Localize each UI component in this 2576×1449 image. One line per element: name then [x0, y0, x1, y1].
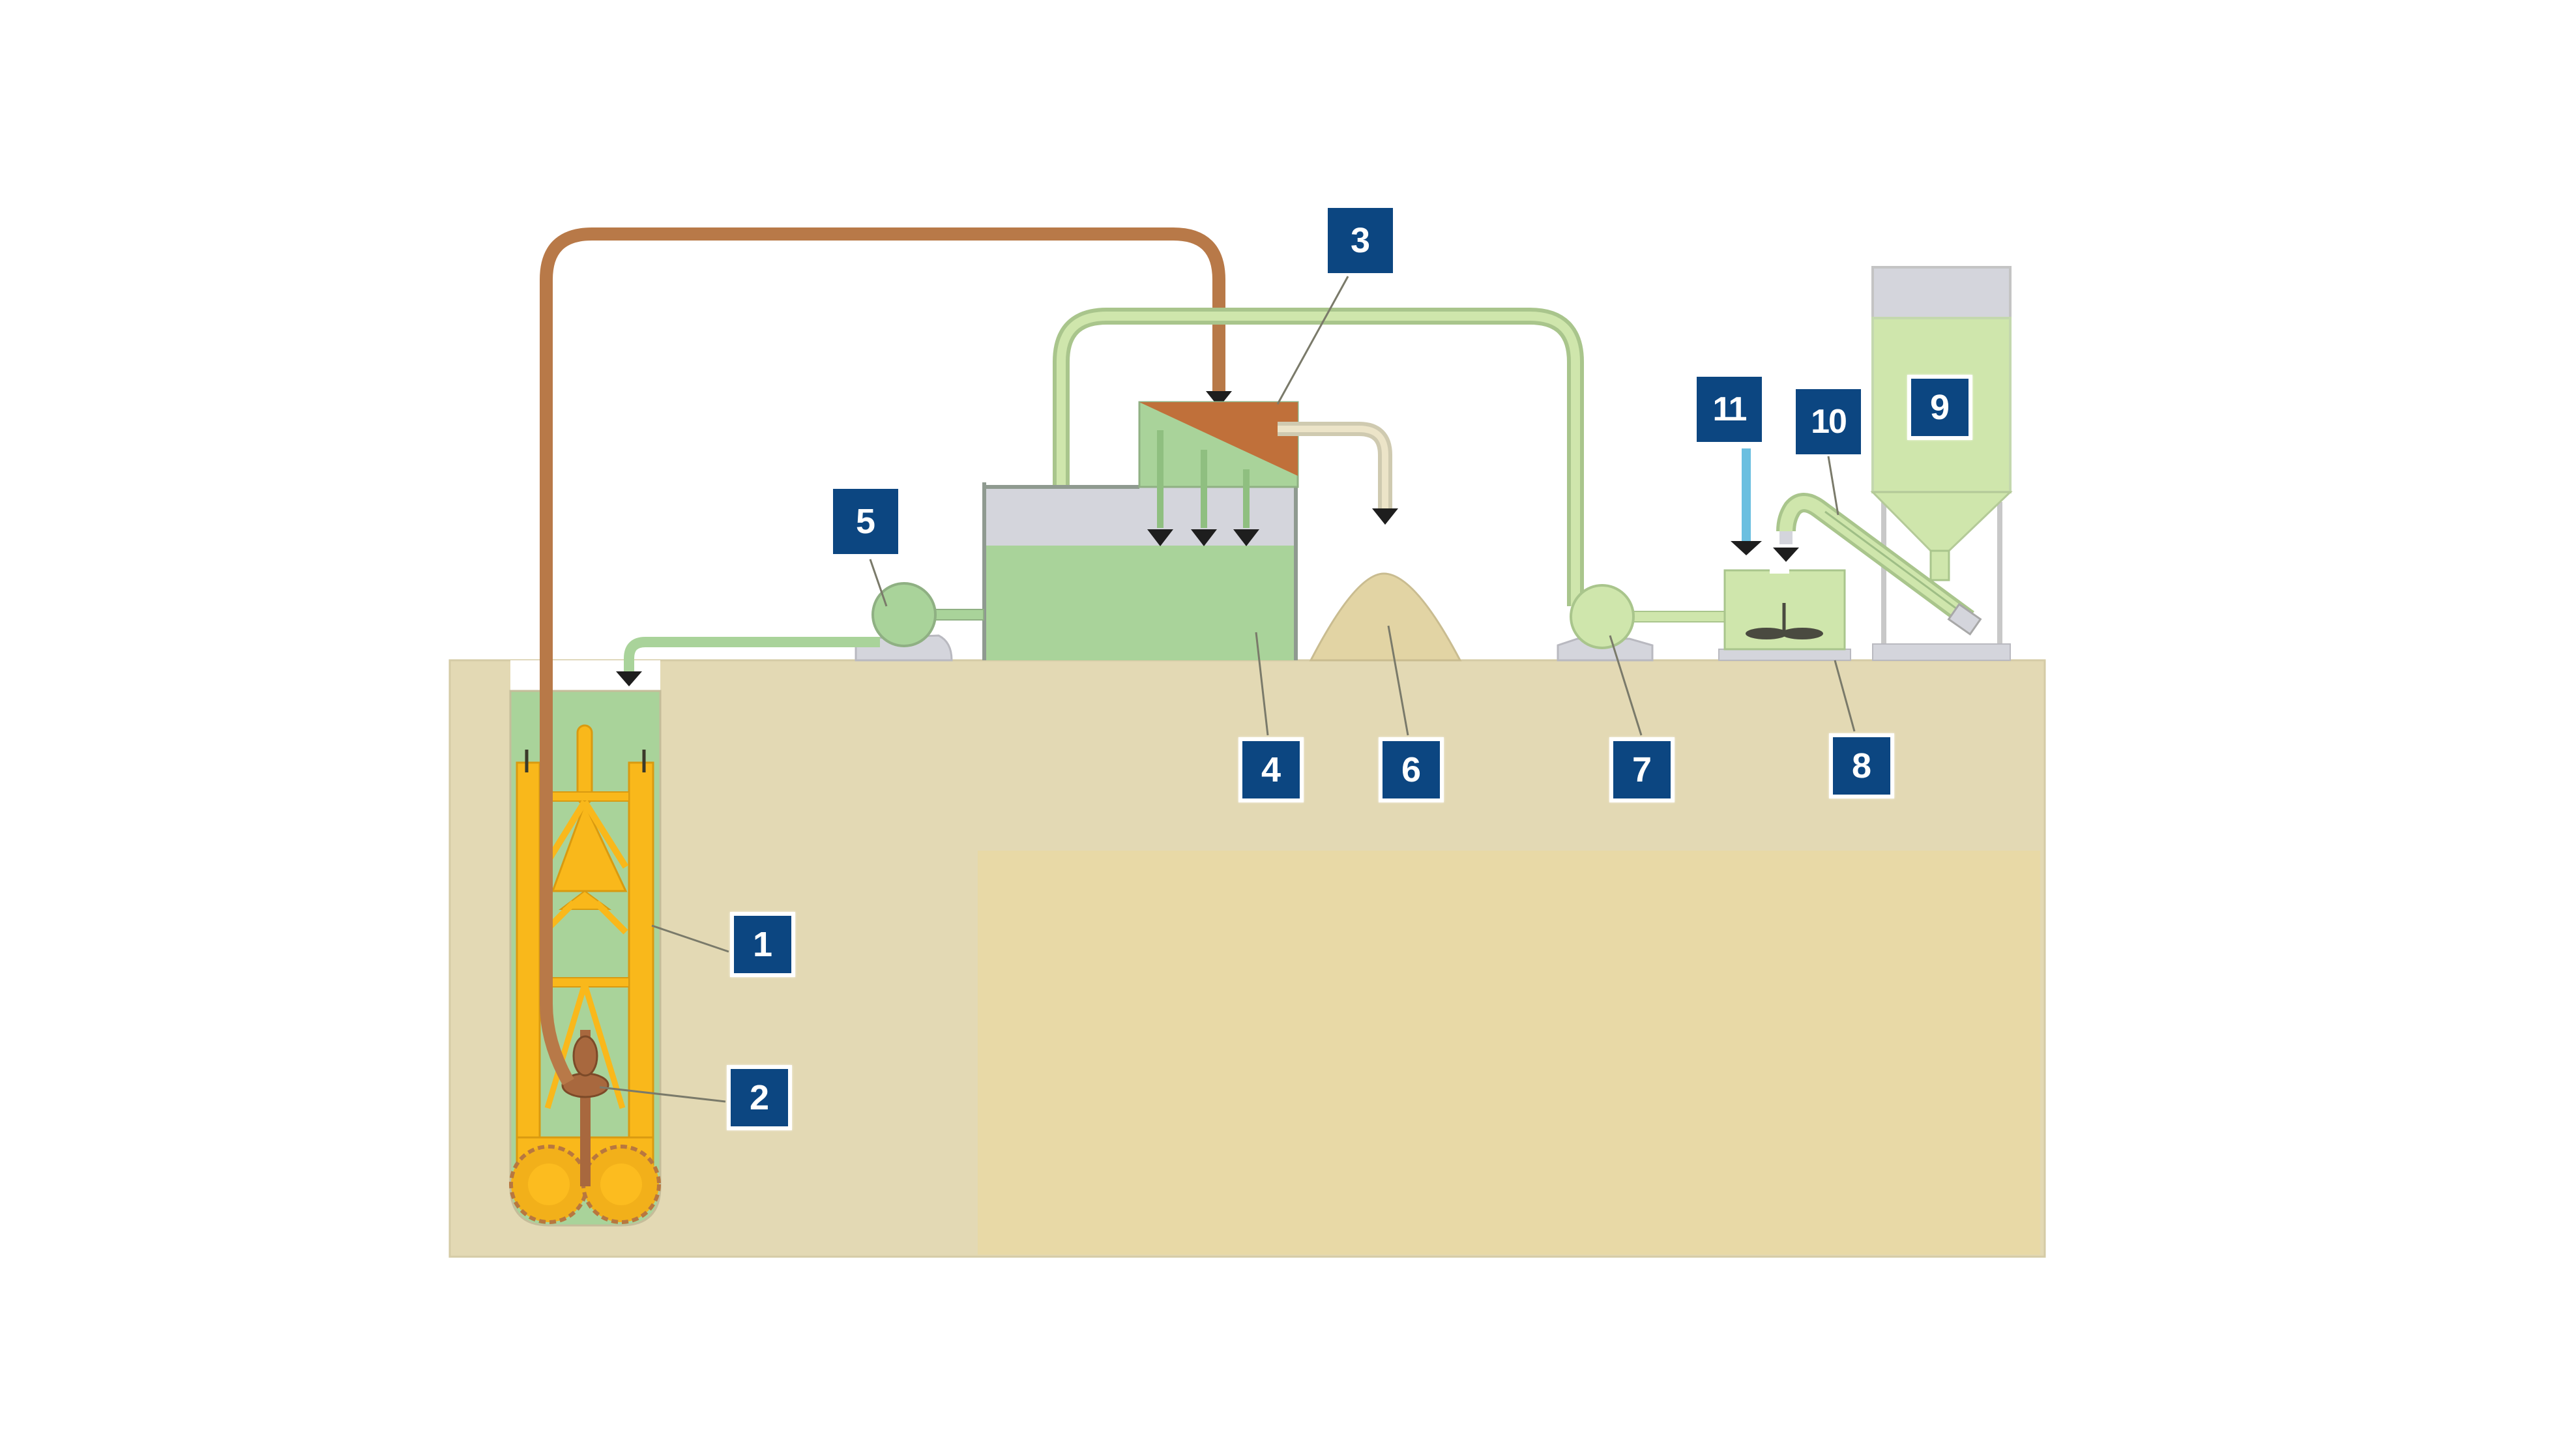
- bentonite-feed-arrow-icon: [1773, 548, 1799, 562]
- silo-cone: [1870, 491, 2013, 552]
- label-6: 6: [1379, 737, 1444, 802]
- feed-pump: [616, 582, 984, 686]
- sand-pile: [1309, 572, 1462, 662]
- trench-inflow-arrow-icon: [616, 671, 642, 686]
- label-1: 1: [730, 912, 795, 977]
- label-4: 4: [1238, 737, 1304, 802]
- storage-tank: [982, 482, 1298, 660]
- cutter-brace-lower-right: [594, 900, 628, 935]
- label-9: 9: [1907, 375, 1972, 440]
- hydrocyclone-outlets: [1157, 430, 1250, 528]
- label-2: 2: [727, 1065, 792, 1130]
- cutter-wheel-right-hub: [600, 1164, 642, 1205]
- trench-cutter: [509, 724, 661, 1224]
- silo-empty-space: [1871, 266, 2012, 319]
- label-5: 5: [833, 489, 898, 554]
- ground-inner-layer: [978, 851, 2040, 1255]
- mixer-blade-right: [1781, 628, 1823, 639]
- cutter-wheel-left-hub: [528, 1164, 570, 1205]
- leader-5: [869, 559, 888, 607]
- water-supply-arrow-icon: [1731, 541, 1762, 555]
- silo: [1870, 266, 2013, 661]
- fresh-slurry-pump: [1557, 584, 1727, 662]
- sand-discharge-pipe: [1278, 426, 1388, 508]
- label-3: 3: [1328, 208, 1393, 273]
- fresh-slurry-pipe: [1057, 312, 1580, 606]
- leader-6: [1387, 625, 1409, 736]
- pump-5-casing: [871, 582, 937, 647]
- pump-7-base: [1557, 637, 1654, 662]
- pump-7-casing: [1570, 584, 1635, 649]
- cutter-triangle: [551, 801, 628, 892]
- label-10: 10: [1796, 389, 1861, 454]
- label-11: 11: [1697, 377, 1762, 442]
- water-supply-pipe: [1742, 448, 1751, 543]
- leader-lines: [599, 276, 1856, 1103]
- cutter-brace-x2: [581, 983, 626, 1109]
- screw-conveyor: [1776, 493, 1982, 636]
- leader-8: [1834, 660, 1856, 732]
- leader-7: [1609, 635, 1643, 736]
- leader-2: [599, 1086, 726, 1103]
- tank-walls: [982, 482, 1298, 660]
- silo-base: [1872, 643, 2011, 661]
- conveyor-motor: [1947, 602, 1982, 636]
- tank-slurry: [982, 546, 1298, 660]
- leader-1: [651, 924, 729, 953]
- mixer-blade-left: [1746, 628, 1787, 639]
- conveyor-screw: [1824, 510, 1963, 614]
- silo-outlet: [1929, 549, 1950, 581]
- outlet-arrow-3-icon: [1233, 529, 1259, 546]
- hydrocyclone: [1138, 401, 1398, 546]
- mixer-base: [1718, 649, 1851, 661]
- sand-discharge-arrow-icon: [1372, 508, 1398, 525]
- outlet-arrow-1-icon: [1147, 529, 1173, 546]
- cutter-brace-right: [581, 800, 629, 869]
- hydrocyclone-sand-section: [1139, 402, 1298, 476]
- leader-10: [1827, 456, 1839, 516]
- leader-4: [1255, 632, 1269, 736]
- cutter-brace-x1: [544, 983, 588, 1109]
- pump-top: [572, 1035, 598, 1077]
- cutter-left-column: [516, 761, 541, 1142]
- conveyor-tube: [1779, 496, 1972, 625]
- cutter-right-column: [628, 761, 654, 1142]
- conveyor-outlet: [1779, 531, 1793, 544]
- mixer-lid-gap: [1770, 567, 1789, 574]
- cutter-crossbar-top: [539, 791, 630, 802]
- outlet-arrow-2-icon: [1191, 529, 1217, 546]
- pump-5-to-trench-pipe: [624, 637, 880, 671]
- label-8: 8: [1829, 733, 1894, 798]
- return-pipe-arrow-icon: [1206, 391, 1232, 407]
- return-slurry-pipe: [540, 227, 1225, 1085]
- mixer: [1718, 567, 1851, 661]
- trench-void: [510, 660, 660, 693]
- label-7: 7: [1609, 737, 1675, 802]
- leader-3: [1276, 276, 1349, 405]
- submersible-pump: [561, 1030, 609, 1186]
